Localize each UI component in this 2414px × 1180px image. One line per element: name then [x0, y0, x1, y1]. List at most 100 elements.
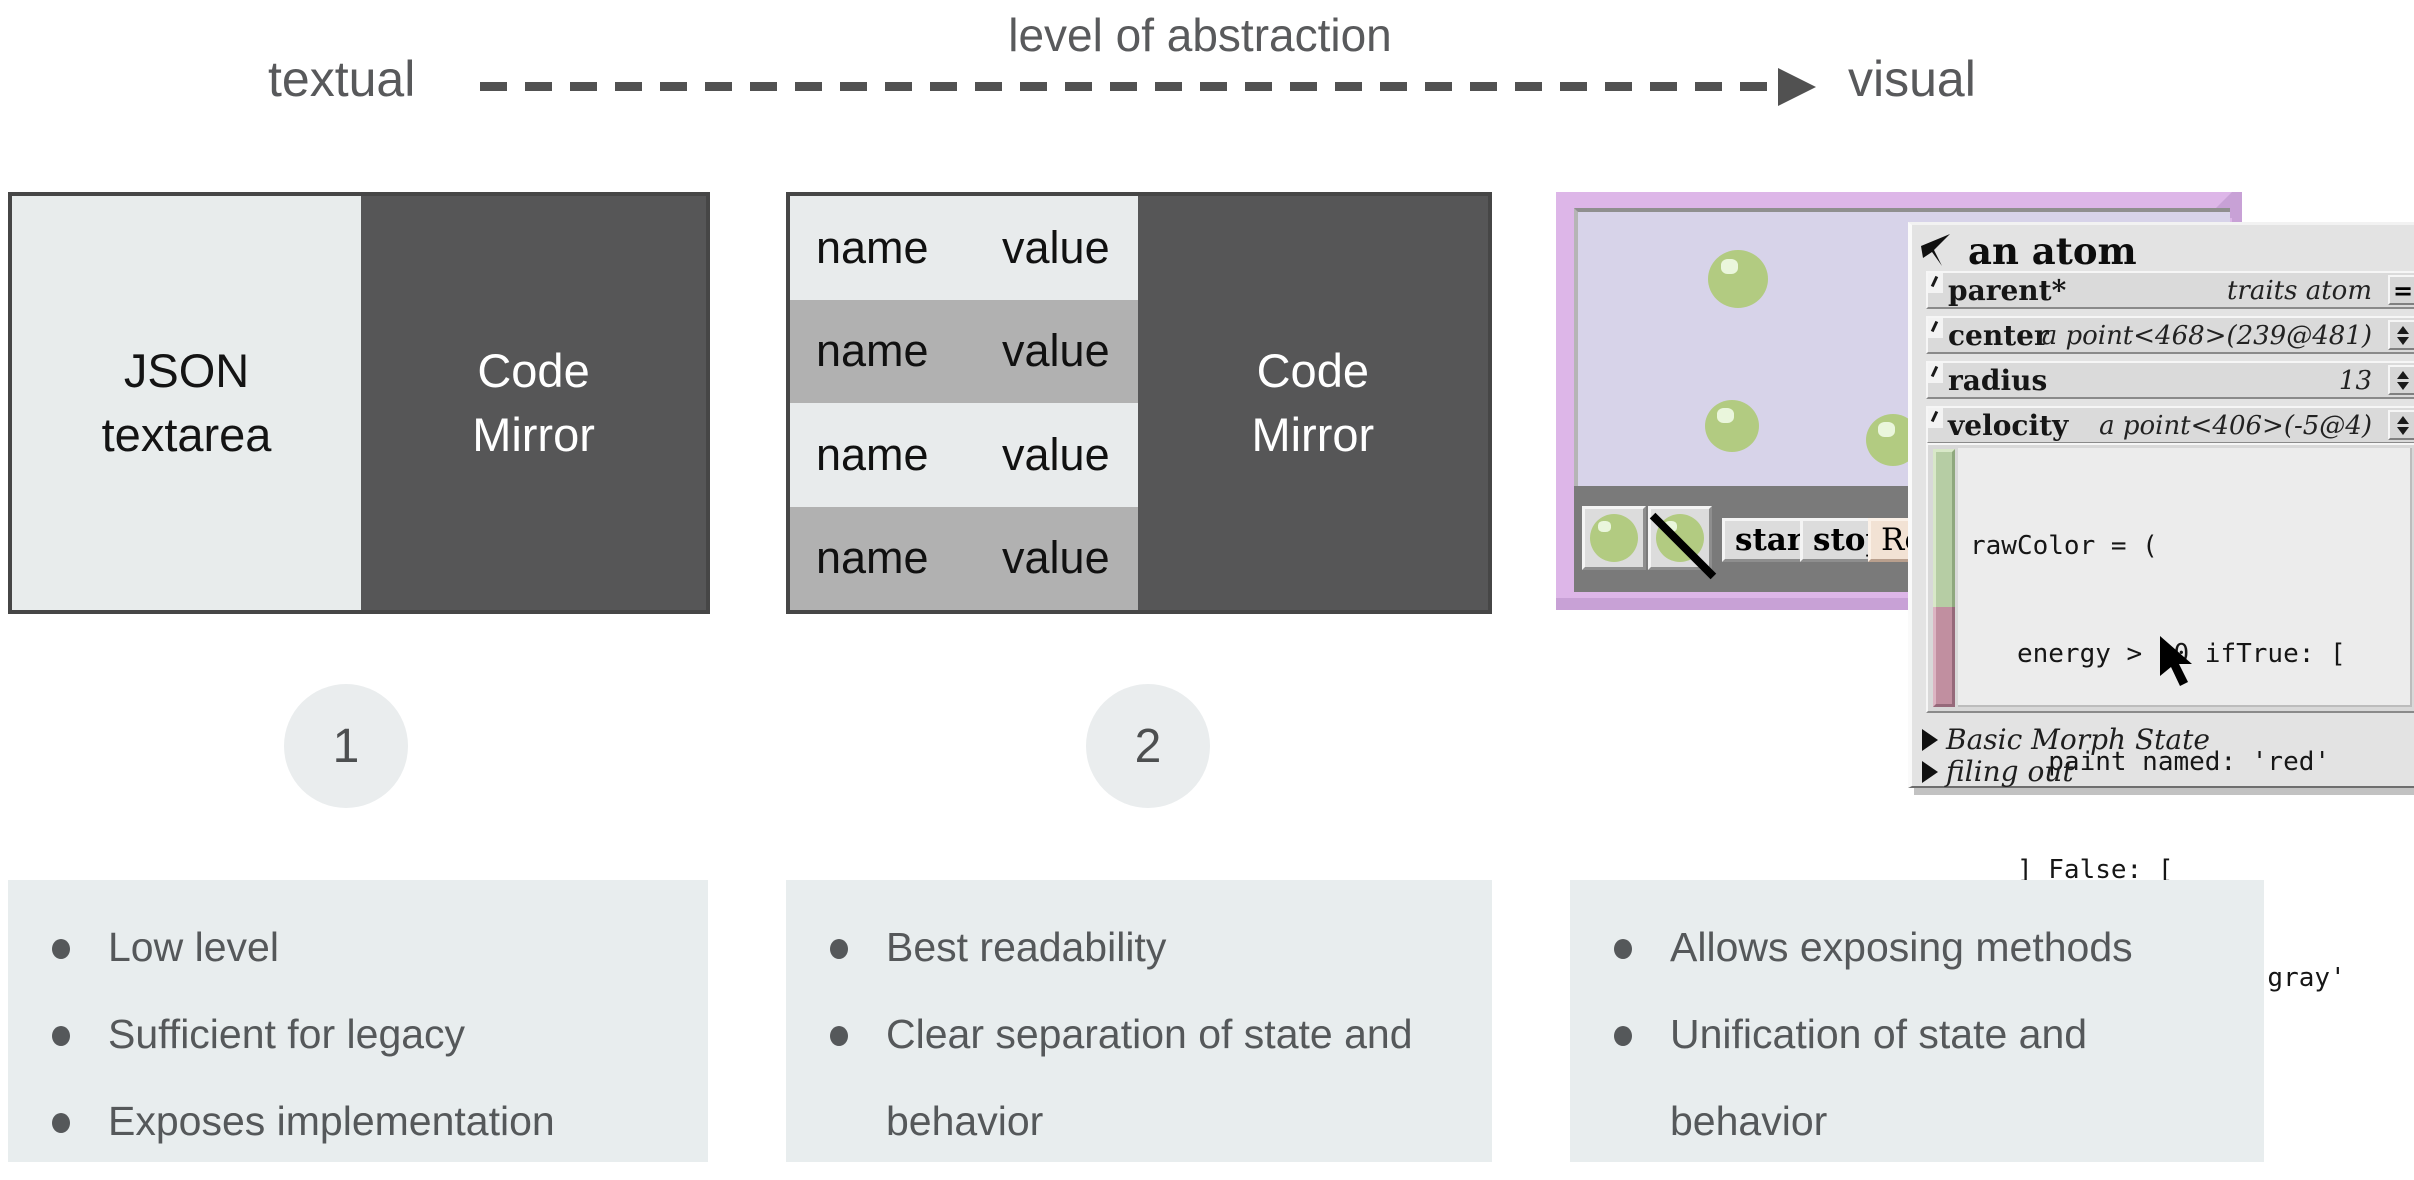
slot-quote-icon — [1928, 363, 1943, 383]
slot-row-center[interactable]: center a point<468>(239@481) — [1926, 316, 2414, 354]
codemirror-label-2: Code Mirror — [1251, 339, 1374, 467]
row-value: value — [1002, 221, 1110, 273]
slot-value: 13 — [2338, 366, 2372, 396]
mouse-cursor-icon — [2160, 636, 2192, 686]
outliner-pin-icon — [1921, 234, 1950, 266]
equals-button[interactable]: = — [2388, 275, 2414, 305]
scrollbar-lower-segment[interactable] — [1933, 607, 1955, 707]
axis-right-label: visual — [1848, 51, 1976, 107]
table-row[interactable]: name value — [790, 403, 1138, 507]
slot-quote-tick — [1930, 410, 1939, 423]
bullet-text: Allows exposing methods — [1670, 924, 2133, 970]
json-textarea-label-line1: JSON — [123, 344, 250, 397]
disclosure-triangle-icon — [1922, 760, 1938, 783]
slot-row-radius[interactable]: radius 13 — [1926, 361, 2414, 399]
code-scrollbar[interactable] — [1933, 449, 1955, 707]
stepper-button[interactable] — [2388, 410, 2414, 440]
table-row[interactable]: name value — [790, 196, 1138, 300]
row-name: name — [816, 221, 929, 273]
axis-left-label: textual — [268, 51, 416, 107]
stepper-down-icon — [2397, 336, 2409, 345]
bullet-item: Sufficient for legacy — [46, 991, 688, 1078]
bullet-text: Best readability — [886, 924, 1167, 970]
bullet-item: Unification of state and behavior — [1608, 991, 2230, 1165]
bullet-dot-icon — [830, 1026, 848, 1046]
approach3-bullets-box: Allows exposing methods Unification of s… — [1570, 880, 2264, 1162]
bullet-item: Low level — [46, 904, 688, 991]
atom-highlight — [1721, 259, 1739, 275]
table-row[interactable]: name value — [790, 506, 1138, 610]
slot-row-velocity[interactable]: velocity a point<406>(-5@4) — [1926, 406, 2414, 444]
codemirror-panel-1: Code Mirror — [361, 196, 706, 610]
stepper-up-icon — [2397, 325, 2409, 334]
stepper-up-icon — [2397, 370, 2409, 379]
slot-label: velocity — [1948, 409, 2069, 442]
bullet-dot-icon — [52, 1026, 70, 1046]
slot-quote-tick — [1930, 365, 1939, 378]
arrowhead-icon — [1778, 68, 1816, 106]
slot-row-parent[interactable]: parent* traits atom = — [1926, 271, 2414, 309]
code-line: paint named: 'red' — [1970, 747, 2331, 777]
row-value: value — [1002, 532, 1110, 584]
slot-value: traits atom — [2226, 276, 2372, 306]
slot-label: radius — [1948, 364, 2048, 397]
stepper-button[interactable] — [2388, 365, 2414, 395]
step-badge-1: 1 — [284, 684, 408, 808]
stepper-down-icon — [2397, 426, 2409, 435]
bullet-list: Best readability Clear separation of sta… — [824, 904, 1472, 1165]
code-line: energy > 10 ifTrue: [ — [1970, 639, 2346, 669]
codemirror-label-1: Code Mirror — [472, 339, 595, 467]
bullet-list: Allows exposing methods Unification of s… — [1608, 904, 2244, 1165]
bullet-item: Clear separation of state and behavior — [824, 991, 1472, 1165]
bullet-text: Low level — [108, 924, 279, 970]
axis-title: level of abstraction — [1008, 9, 1392, 61]
atom-morph[interactable] — [1705, 400, 1759, 452]
slot-value: a point<406>(-5@4) — [2099, 411, 2372, 441]
atom-highlight — [1877, 422, 1895, 438]
codemirror-label-1-line2: Mirror — [472, 408, 595, 461]
approach2-box: name value name value name value name va… — [786, 192, 1492, 614]
scrollbar-upper-segment[interactable] — [1933, 449, 1955, 607]
codemirror-label-2-line1: Code — [1256, 344, 1369, 397]
codemirror-label-2-line2: Mirror — [1251, 408, 1375, 461]
outliner-title: an atom — [1968, 229, 2137, 273]
remove-atom-button[interactable] — [1648, 506, 1717, 580]
disclosure-triangle-icon — [1922, 728, 1938, 751]
step-badge-2: 2 — [1086, 684, 1210, 808]
bullet-list: Low level Sufficient for legacy Exposes … — [46, 904, 688, 1165]
atom-highlight — [1664, 521, 1677, 532]
atom-highlight — [1598, 521, 1611, 532]
table-row[interactable]: name value — [790, 299, 1138, 403]
slot-quote-icon — [1928, 408, 1943, 428]
disclosure-label: Basic Morph State — [1946, 723, 2210, 756]
slot-label: center — [1948, 319, 2049, 352]
bullet-item: Exposes implementation — [46, 1078, 688, 1165]
disclosure-basic-morph-state[interactable]: Basic Morph State — [1922, 723, 2210, 756]
rawcolor-code-panel: rawColor = ( energy > 10 ifTrue: [ paint… — [1926, 443, 2414, 1180]
disclosure-filing-out[interactable]: filing out — [1922, 755, 2074, 788]
row-value: value — [1002, 325, 1110, 377]
atom-icon — [1590, 514, 1638, 562]
stepper-button[interactable] — [2388, 320, 2414, 350]
row-name: name — [816, 325, 929, 377]
atom-highlight — [1716, 408, 1734, 424]
json-textarea-label: JSON textarea — [102, 339, 272, 467]
code-line: ) — [1970, 1176, 2346, 1180]
bullet-text: Clear separation of state and behavior — [886, 1011, 1413, 1144]
stepper-down-icon — [2397, 381, 2409, 390]
stepper-up-icon — [2397, 415, 2409, 424]
atom-outliner-window: an atom parent* traits atom = center a p… — [1908, 222, 2414, 1180]
slot-quote-icon — [1928, 273, 1943, 293]
json-textarea-label-line2: textarea — [101, 408, 272, 461]
add-atom-button[interactable] — [1582, 506, 1646, 570]
code-lines: rawColor = ( energy > 10 ifTrue: [ paint… — [1970, 456, 2346, 1180]
outliner-titlebar[interactable]: an atom — [1920, 229, 2137, 273]
bullet-text: Unification of state and behavior — [1670, 1011, 2088, 1144]
atom-morph[interactable] — [1708, 250, 1768, 308]
code-line: rawColor = ( — [1970, 531, 2158, 561]
codemirror-panel-2: Code Mirror — [1137, 196, 1488, 610]
bullet-item: Allows exposing methods — [1608, 904, 2230, 991]
bullet-dot-icon — [830, 939, 848, 959]
disclosure-label: filing out — [1946, 755, 2074, 788]
